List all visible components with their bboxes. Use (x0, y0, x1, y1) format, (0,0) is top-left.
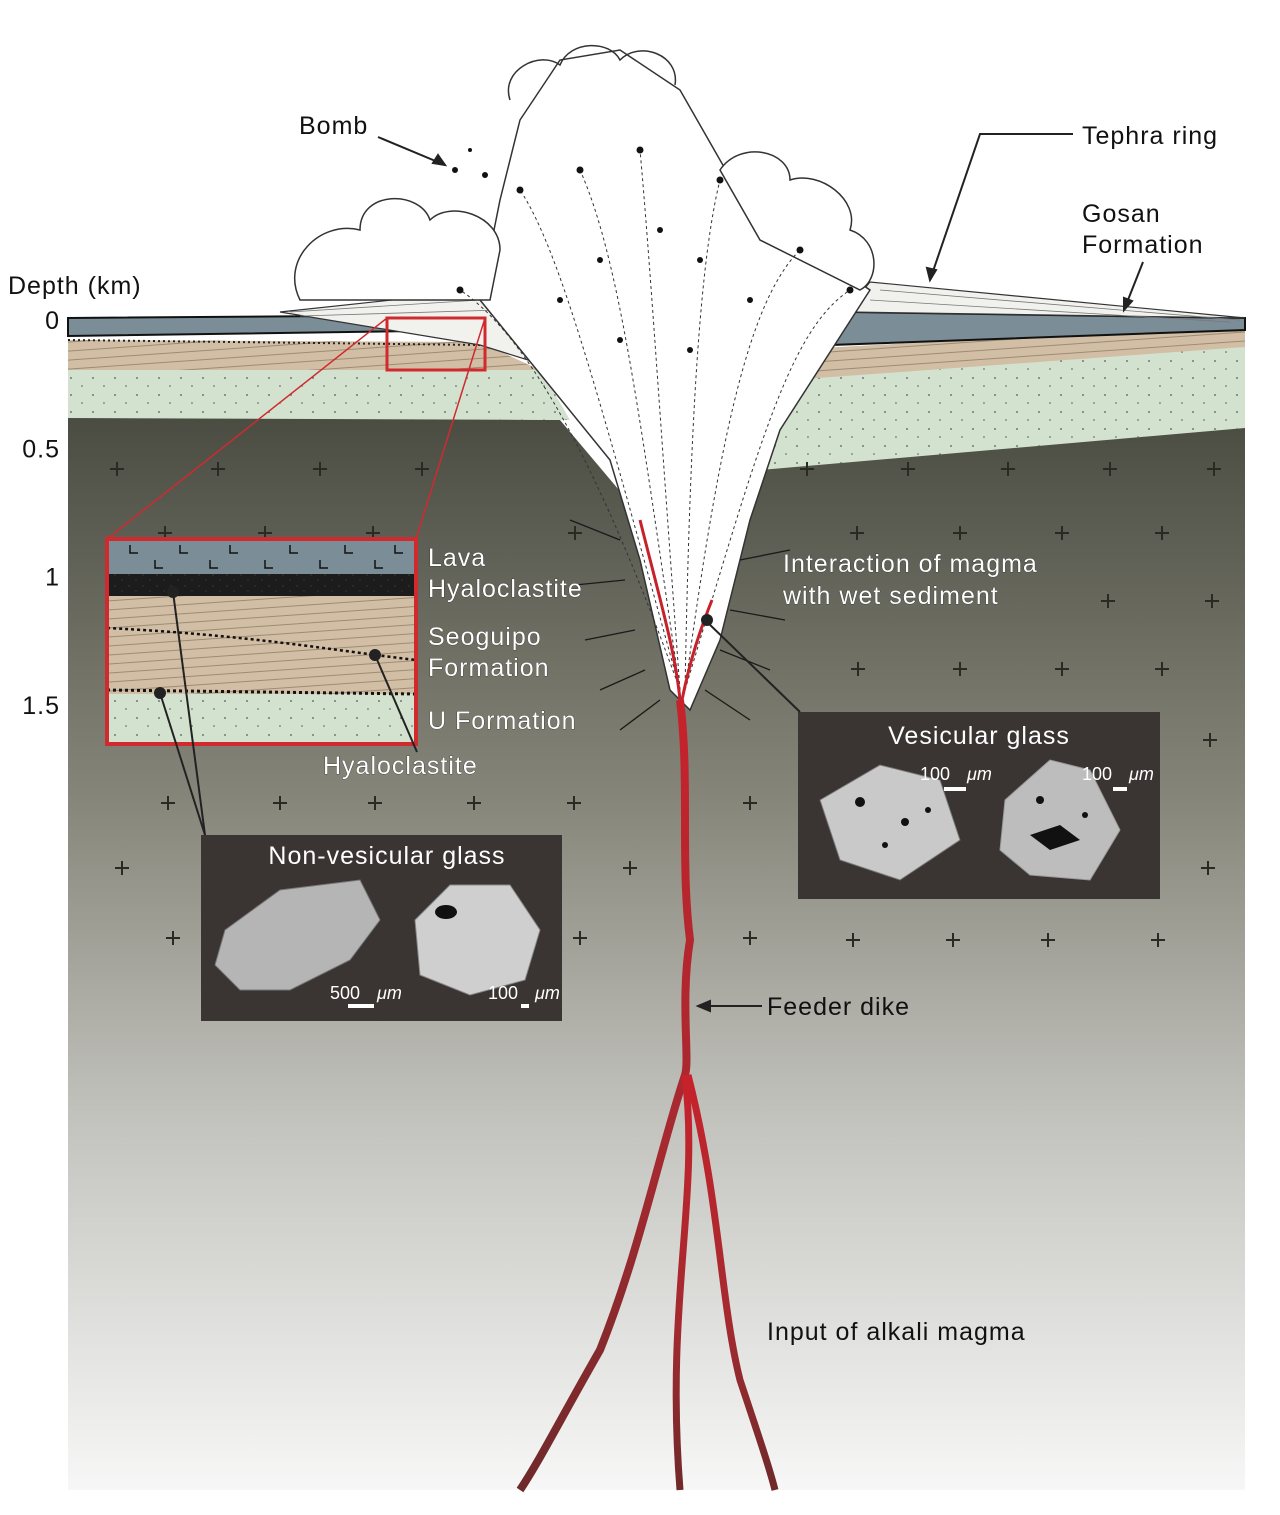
scale-bar (521, 1004, 529, 1008)
cross-mark (1055, 662, 1069, 676)
cross-mark (1103, 462, 1117, 476)
non-vesicular-scale-left-unit: μm (376, 983, 402, 1003)
cross-mark (1207, 462, 1221, 476)
vesicular-scale-left: 100 (920, 764, 950, 784)
cross-mark (901, 462, 915, 476)
hyaloclastite-pointer (374, 654, 418, 753)
cross-mark (313, 462, 327, 476)
vesicular-scale-right-unit: μm (1128, 764, 1154, 784)
cross-mark (1203, 733, 1217, 747)
cross-mark (573, 931, 587, 945)
cross-mark (368, 796, 382, 810)
cross-mark (273, 796, 287, 810)
cross-mark (467, 796, 481, 810)
non-vesicular-glass-panel (201, 835, 562, 1021)
non-vesicular-scale-left: 500 (330, 983, 360, 1003)
cross-mark (1205, 594, 1219, 608)
u-formation-layer (68, 345, 1245, 470)
vesicular-grain-1 (819, 764, 961, 881)
non-vesicular-grain-1 (214, 879, 381, 991)
inset-pointer-top (172, 591, 206, 836)
cross-mark (846, 933, 860, 947)
depth-axis-ticks: 0 0.5 1 1.5 (22, 307, 60, 720)
cross-mark (567, 796, 581, 810)
interaction-pointer (704, 619, 801, 713)
basement-crosses (110, 462, 1221, 947)
feeder-dike (516, 519, 779, 1493)
cross-mark (946, 933, 960, 947)
eruption-column (293, 44, 875, 731)
gosan-label-line1: Gosan (1082, 200, 1161, 228)
depth-tick-label: 1.5 (22, 692, 60, 720)
vesicular-scale-left-unit: μm (966, 764, 992, 784)
cross-mark (1151, 933, 1165, 947)
feeder-dike-label: Feeder dike (767, 993, 910, 1021)
non-vesicular-panel-title: Non-vesicular glass (268, 842, 505, 870)
scale-bar (1113, 787, 1127, 791)
bomb-label: Bomb (299, 112, 368, 140)
gosan-label-line2: Formation (1082, 231, 1204, 259)
vesicular-glass-panel (798, 712, 1160, 899)
depth-tick-label: 1 (45, 564, 60, 592)
interaction-label-line2: with wet sediment (782, 582, 999, 610)
pointer-lines (154, 133, 1144, 1013)
cross-mark (166, 931, 180, 945)
cross-mark (743, 931, 757, 945)
cross-mark (623, 861, 637, 875)
cross-mark (211, 462, 225, 476)
non-vesicular-grain-2 (414, 884, 541, 996)
cross-mark (1101, 594, 1115, 608)
zoom-indicator (106, 316, 487, 540)
input-magma-label: Input of alkali magma (767, 1318, 1026, 1346)
tephra-pointer (929, 133, 1073, 281)
interaction-label-line1: Interaction of magma (783, 550, 1038, 578)
depth-tick-label: 0.5 (22, 435, 60, 463)
inset-seoguipo-label-line1: Seoguipo (428, 623, 542, 651)
cross-mark (161, 796, 175, 810)
cross-mark (850, 526, 864, 540)
inset-u-formation-label: U Formation (428, 707, 577, 735)
inset-lava-label: Lava (428, 544, 486, 572)
cross-mark (800, 462, 814, 476)
cross-mark (110, 462, 124, 476)
cross-mark (953, 662, 967, 676)
inset-seoguipo-label-line2: Formation (428, 654, 550, 682)
vesicular-scale-right: 100 (1082, 764, 1112, 784)
scale-bar (944, 787, 966, 791)
seoguipo-layer (67, 325, 1246, 380)
cross-mark (1155, 662, 1169, 676)
cross-mark (953, 526, 967, 540)
cross-mark (1041, 933, 1055, 947)
cross-mark (1001, 462, 1015, 476)
inset-hyaloclastite-label: Hyaloclastite (428, 575, 583, 603)
non-vesicular-scale-right: 100 (488, 983, 518, 1003)
depth-axis-title: Depth (km) (8, 272, 142, 300)
depth-tick-label: 0 (45, 307, 60, 335)
tephra-ring-label: Tephra ring (1082, 122, 1218, 150)
cross-mark (1055, 526, 1069, 540)
cross-mark (415, 462, 429, 476)
ash-cloud-right (719, 151, 875, 291)
scale-bar (348, 1004, 374, 1008)
cross-mark (568, 526, 582, 540)
cross-mark (115, 861, 129, 875)
cross-mark (851, 662, 865, 676)
cross-mark (1155, 526, 1169, 540)
non-vesicular-scale-right-unit: μm (534, 983, 560, 1003)
vesicular-grain-2 (999, 759, 1121, 881)
ash-cloud-left (293, 198, 501, 301)
cross-mark (1201, 861, 1215, 875)
stratigraphy-inset (105, 537, 418, 746)
inset-pointer-bottom (159, 692, 206, 836)
cross-mark (743, 796, 757, 810)
vesicular-panel-title: Vesicular glass (888, 722, 1070, 750)
hyaloclastite-bottom-label: Hyaloclastite (323, 752, 478, 780)
